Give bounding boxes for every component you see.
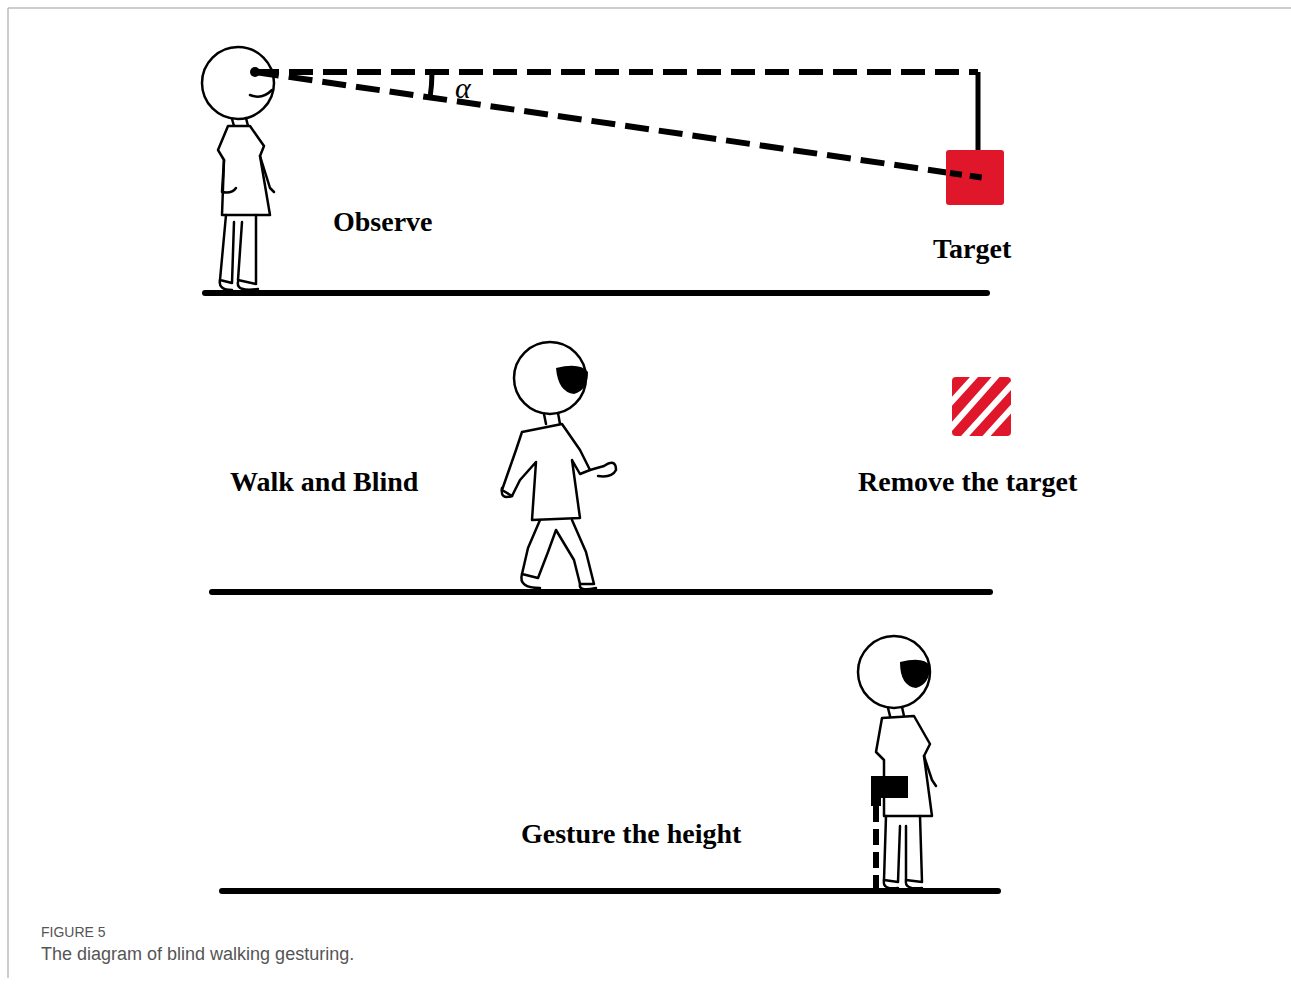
target-square bbox=[946, 150, 1004, 205]
angle-label: α bbox=[455, 73, 471, 103]
ground-line bbox=[205, 290, 987, 296]
target-label: Target bbox=[933, 235, 1011, 263]
figure-caption: The diagram of blind walking gesturing. bbox=[41, 945, 354, 963]
figure-number: FIGURE 5 bbox=[41, 925, 106, 939]
gesture-height-line bbox=[873, 806, 879, 890]
gesturing-figure bbox=[858, 636, 936, 888]
step-label: Walk and Blind bbox=[230, 468, 418, 496]
ground-line bbox=[222, 888, 998, 894]
gesture-hand bbox=[871, 776, 881, 806]
blindfold bbox=[556, 366, 588, 394]
removed-target-square bbox=[952, 377, 1011, 436]
gaze-line bbox=[255, 72, 985, 178]
step-label: Observe bbox=[333, 208, 433, 236]
gaze-line-end bbox=[950, 173, 985, 178]
step-label: Remove the target bbox=[858, 468, 1077, 496]
height-line bbox=[976, 72, 981, 150]
ground-line bbox=[212, 589, 990, 595]
sight-line bbox=[255, 69, 978, 75]
observer-figure bbox=[202, 47, 274, 290]
frame-line bbox=[8, 8, 1291, 978]
angle-arc bbox=[430, 72, 432, 98]
step-label: Gesture the height bbox=[521, 820, 741, 848]
walking-figure bbox=[502, 342, 616, 589]
blindfold bbox=[900, 660, 930, 688]
